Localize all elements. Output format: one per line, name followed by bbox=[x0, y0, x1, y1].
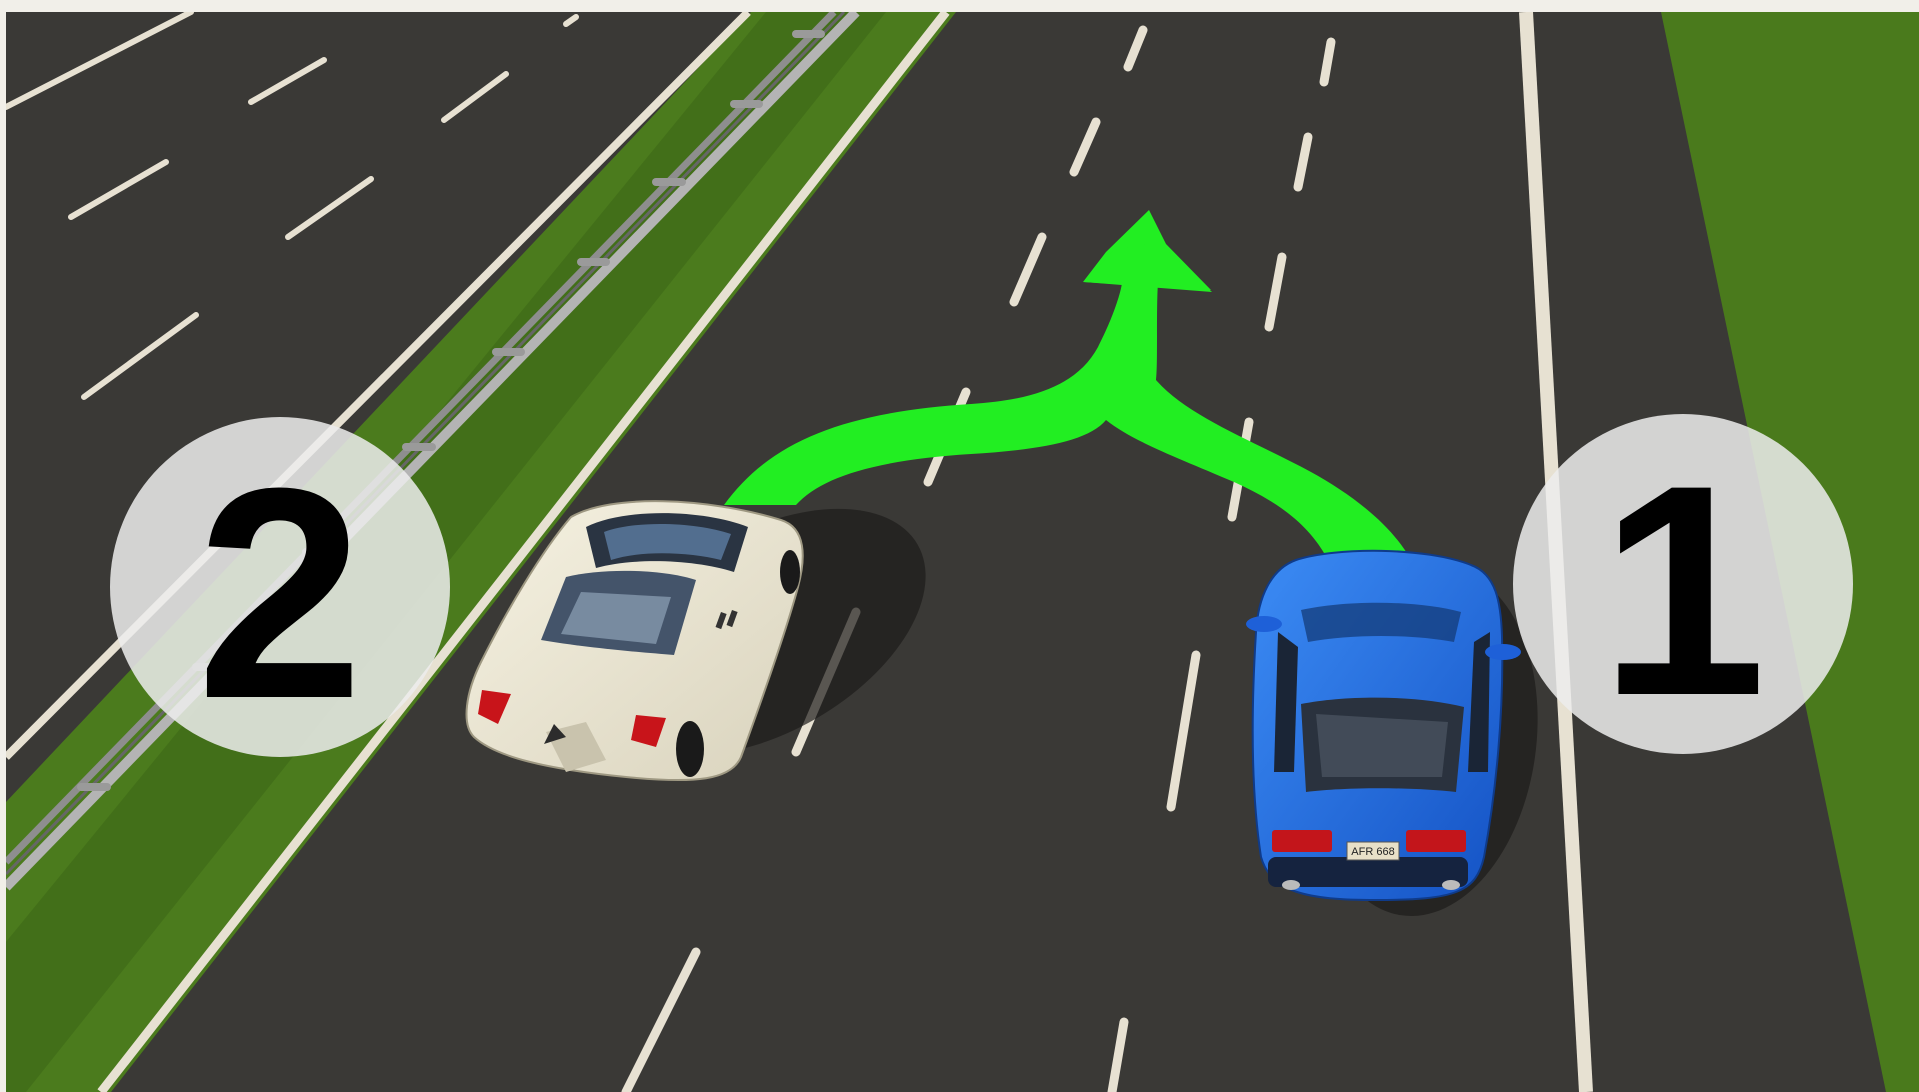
car-2-number-badge: 2 bbox=[110, 417, 450, 757]
license-plate: AFR 668 bbox=[1351, 846, 1394, 858]
car-1-number-badge: 1 bbox=[1513, 414, 1853, 754]
car-2-number: 2 bbox=[197, 443, 364, 743]
road-scene: AFR 668 2 1 bbox=[6, 12, 1919, 1092]
car-1-number: 1 bbox=[1600, 440, 1767, 740]
right-car-1: AFR 668 bbox=[1246, 551, 1521, 900]
